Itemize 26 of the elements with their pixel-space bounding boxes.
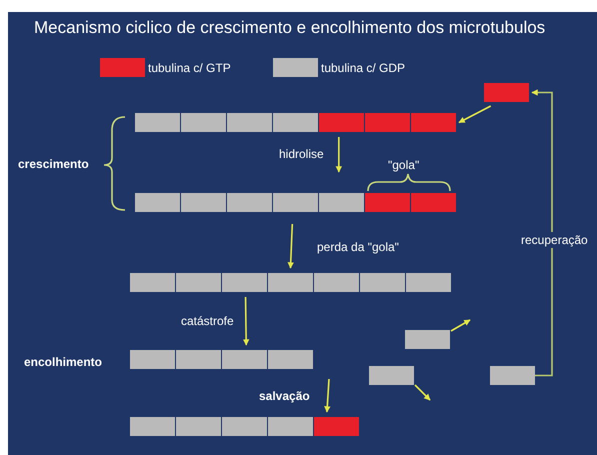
arrow [242, 296, 250, 346]
text-label: encolhimento [24, 355, 102, 369]
microtubule-drawing [135, 193, 456, 212]
arrow [531, 89, 553, 376]
arrow [414, 384, 431, 401]
text-label: crescimento [18, 157, 89, 171]
edge-label: recuperação [520, 232, 589, 248]
arrow [450, 319, 471, 332]
tubulin-block [484, 83, 529, 102]
tubulin-block [405, 330, 450, 349]
legend-label: tubulina c/ GTP [148, 61, 231, 75]
microtubule-drawing [135, 113, 456, 132]
microtubule-drawing [130, 350, 313, 369]
legend-label: tubulina c/ GDP [321, 61, 406, 75]
microtubule-drawing [130, 417, 359, 436]
edge-label: salvação [258, 388, 311, 404]
arrow [458, 105, 492, 124]
tubulin-block [490, 366, 535, 385]
arrow [288, 224, 294, 269]
microtubule-drawing [130, 273, 451, 292]
edge-label: perda da "gola" [316, 239, 400, 255]
tubulin-block [369, 366, 414, 385]
arrow [324, 378, 330, 413]
title: Mecanismo ciclico de crescimento e encolhimento dos microtubulos [34, 18, 546, 38]
arrow [336, 137, 342, 173]
text-label: "gola" [388, 158, 420, 172]
